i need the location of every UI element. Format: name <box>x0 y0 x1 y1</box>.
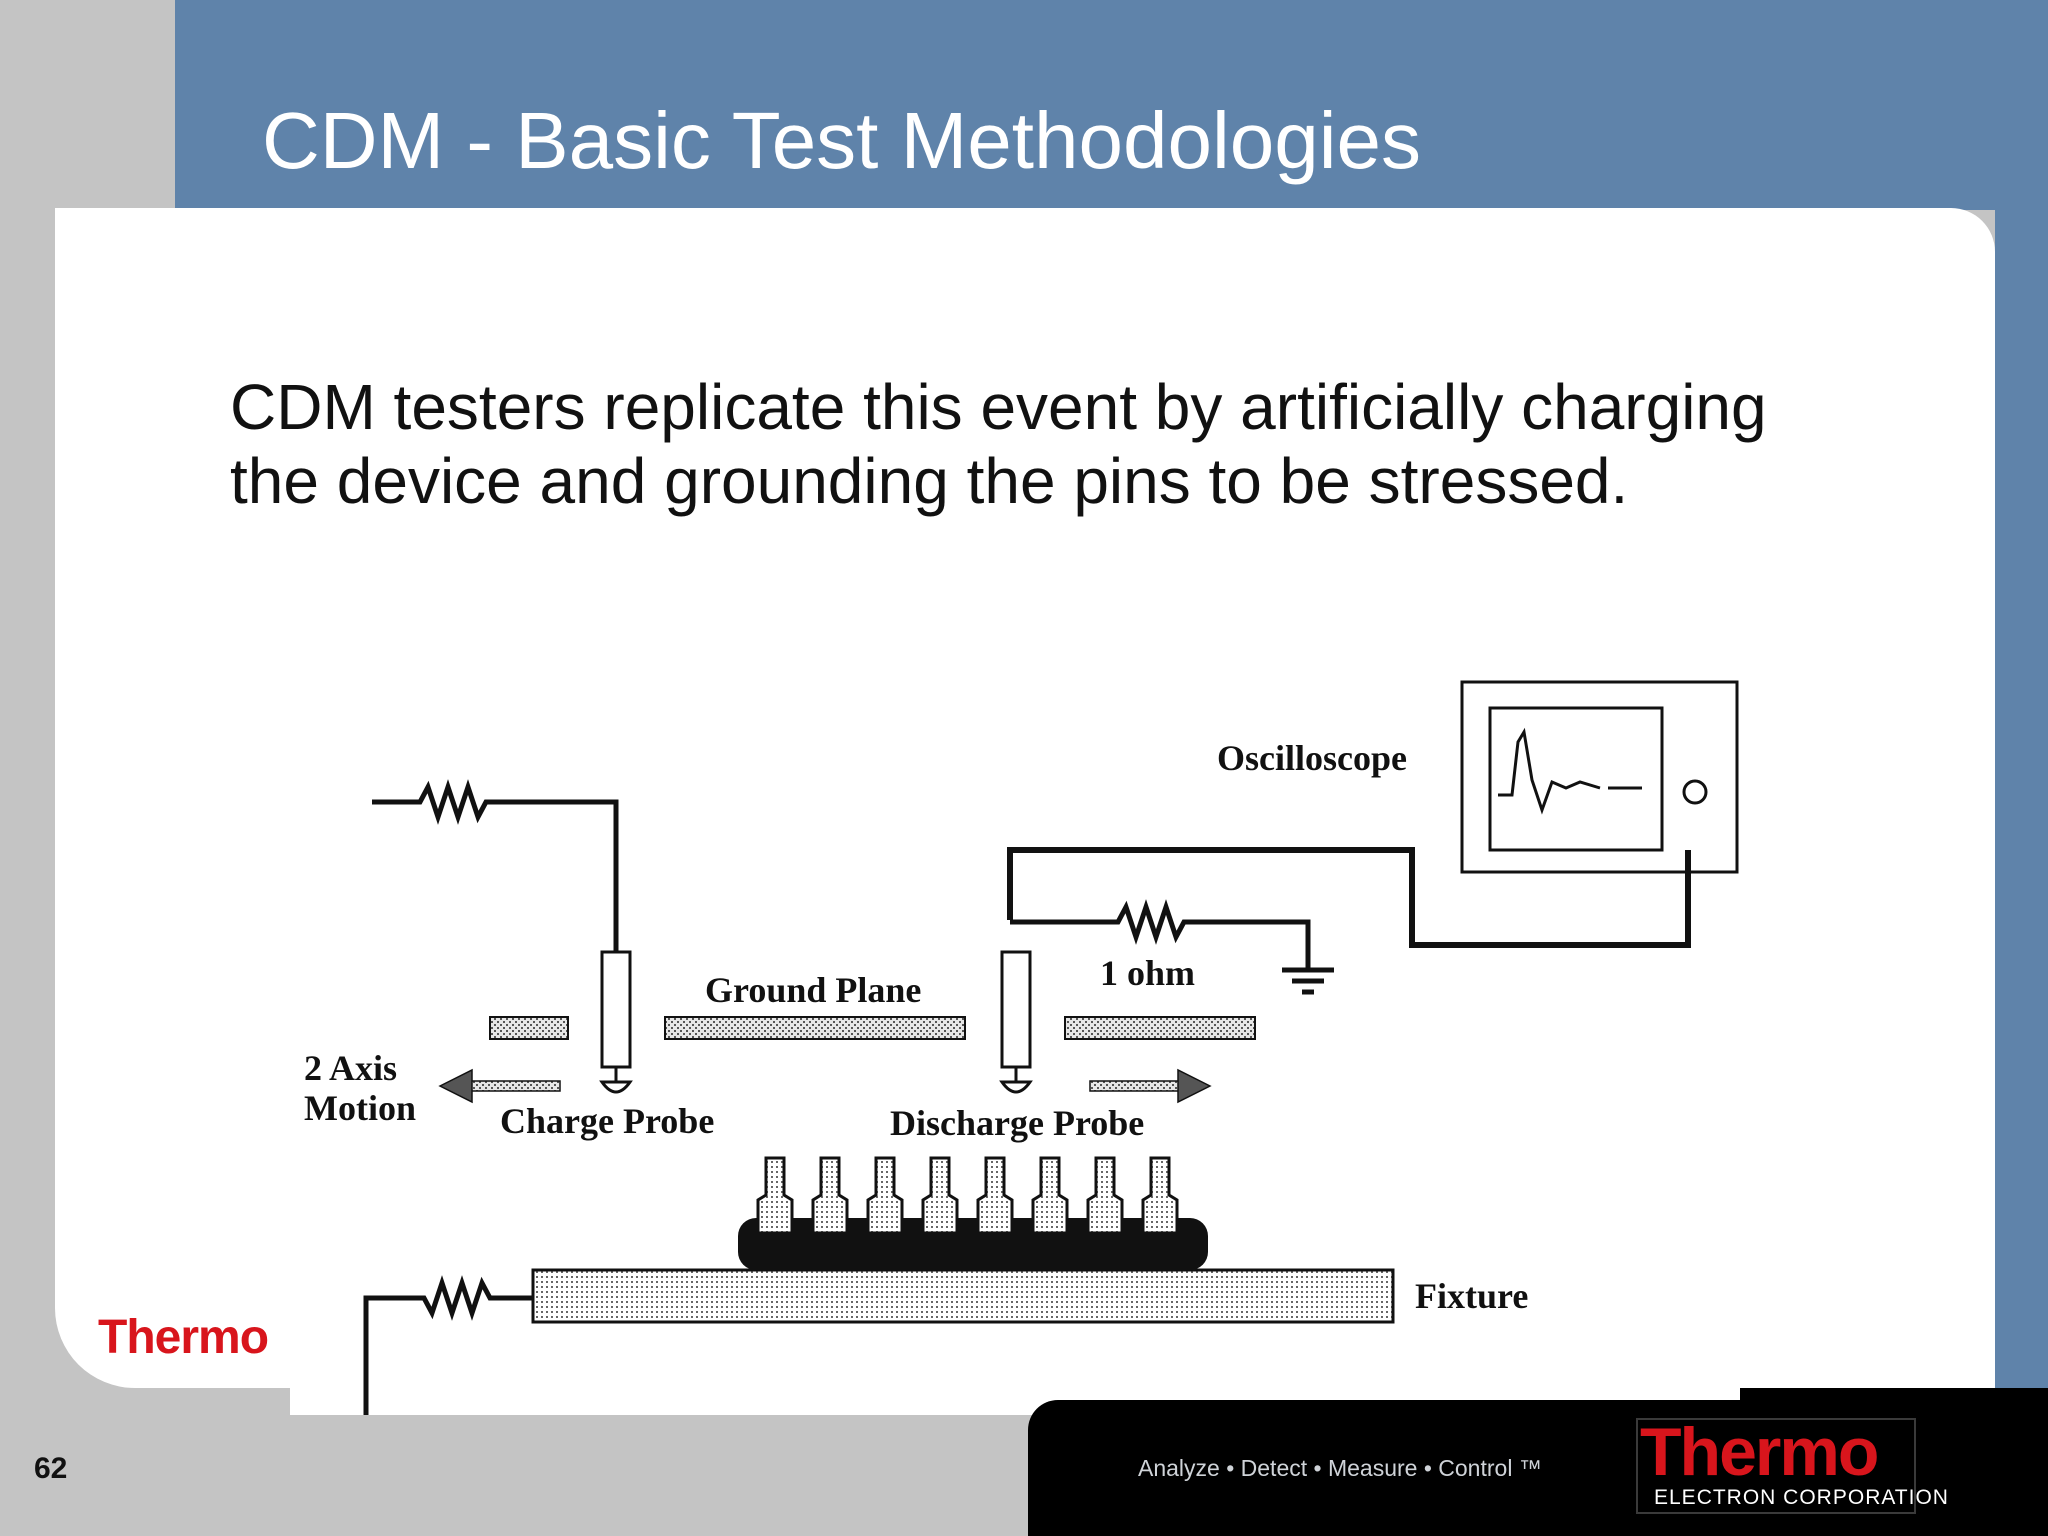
left-motion-arrow <box>438 1068 561 1104</box>
header-bar <box>175 0 2048 210</box>
oscilloscope-screen <box>1488 706 1664 852</box>
thermo-small-logo: Thermo <box>98 1311 269 1364</box>
thermo-logo-frame <box>1636 1418 1916 1514</box>
ground-symbol <box>1282 967 1334 995</box>
thermo-electron-logo-subtitle: ELECTRON CORPORATION <box>1654 1486 1949 1509</box>
oscilloscope-knob <box>1682 779 1708 805</box>
device-pins <box>756 1156 1179 1235</box>
ground-plane-segment <box>664 1016 966 1040</box>
cdm-diagram-svg: Oscilloscope 1 ohm Ground Plane <box>304 680 1739 1415</box>
discharge-probe <box>999 950 1033 1094</box>
body-line-1: CDM testers replicate this event by arti… <box>230 371 1767 443</box>
one-ohm-resistor <box>1010 899 1311 970</box>
body-line-2: the device and grounding the pins to be … <box>230 445 1629 517</box>
scope-signal-wire <box>1007 847 1691 948</box>
fixture <box>531 1268 1395 1324</box>
oscilloscope-label: Oscilloscope <box>1217 738 1407 778</box>
charge-source-resistor <box>372 779 619 952</box>
ground-plane-segment <box>489 1016 569 1040</box>
charge-probe <box>599 950 633 1094</box>
cdm-test-diagram: Oscilloscope 1 ohm Ground Plane <box>290 670 1750 1415</box>
slide-title: CDM - Basic Test Methodologies <box>262 96 1421 185</box>
charge-probe-label: Charge Probe <box>500 1101 714 1141</box>
waveform-trace <box>1498 727 1642 815</box>
fixture-charge-resistor <box>363 1275 533 1415</box>
fixture-label: Fixture <box>1415 1276 1528 1316</box>
ground-plane-segment <box>1064 1016 1256 1040</box>
ground-plane-label: Ground Plane <box>705 970 921 1010</box>
discharge-probe-label: Discharge Probe <box>890 1103 1144 1143</box>
one-ohm-label: 1 ohm <box>1100 953 1195 993</box>
device-under-test <box>738 1156 1208 1270</box>
axis-motion-label-line1: 2 Axis <box>304 1048 397 1088</box>
footer-tagline: Analyze • Detect • Measure • Control ™ <box>1138 1455 1542 1481</box>
page-number: 62 <box>34 1452 68 1485</box>
thermo-electron-logo: Thermo <box>1640 1414 1879 1490</box>
axis-motion-label-line2: Motion <box>304 1088 416 1128</box>
right-accent-bar <box>1995 150 2048 1410</box>
oscilloscope <box>1460 680 1739 874</box>
right-motion-arrow <box>1089 1068 1212 1104</box>
slide-body-text: CDM testers replicate this event by arti… <box>230 370 1850 518</box>
